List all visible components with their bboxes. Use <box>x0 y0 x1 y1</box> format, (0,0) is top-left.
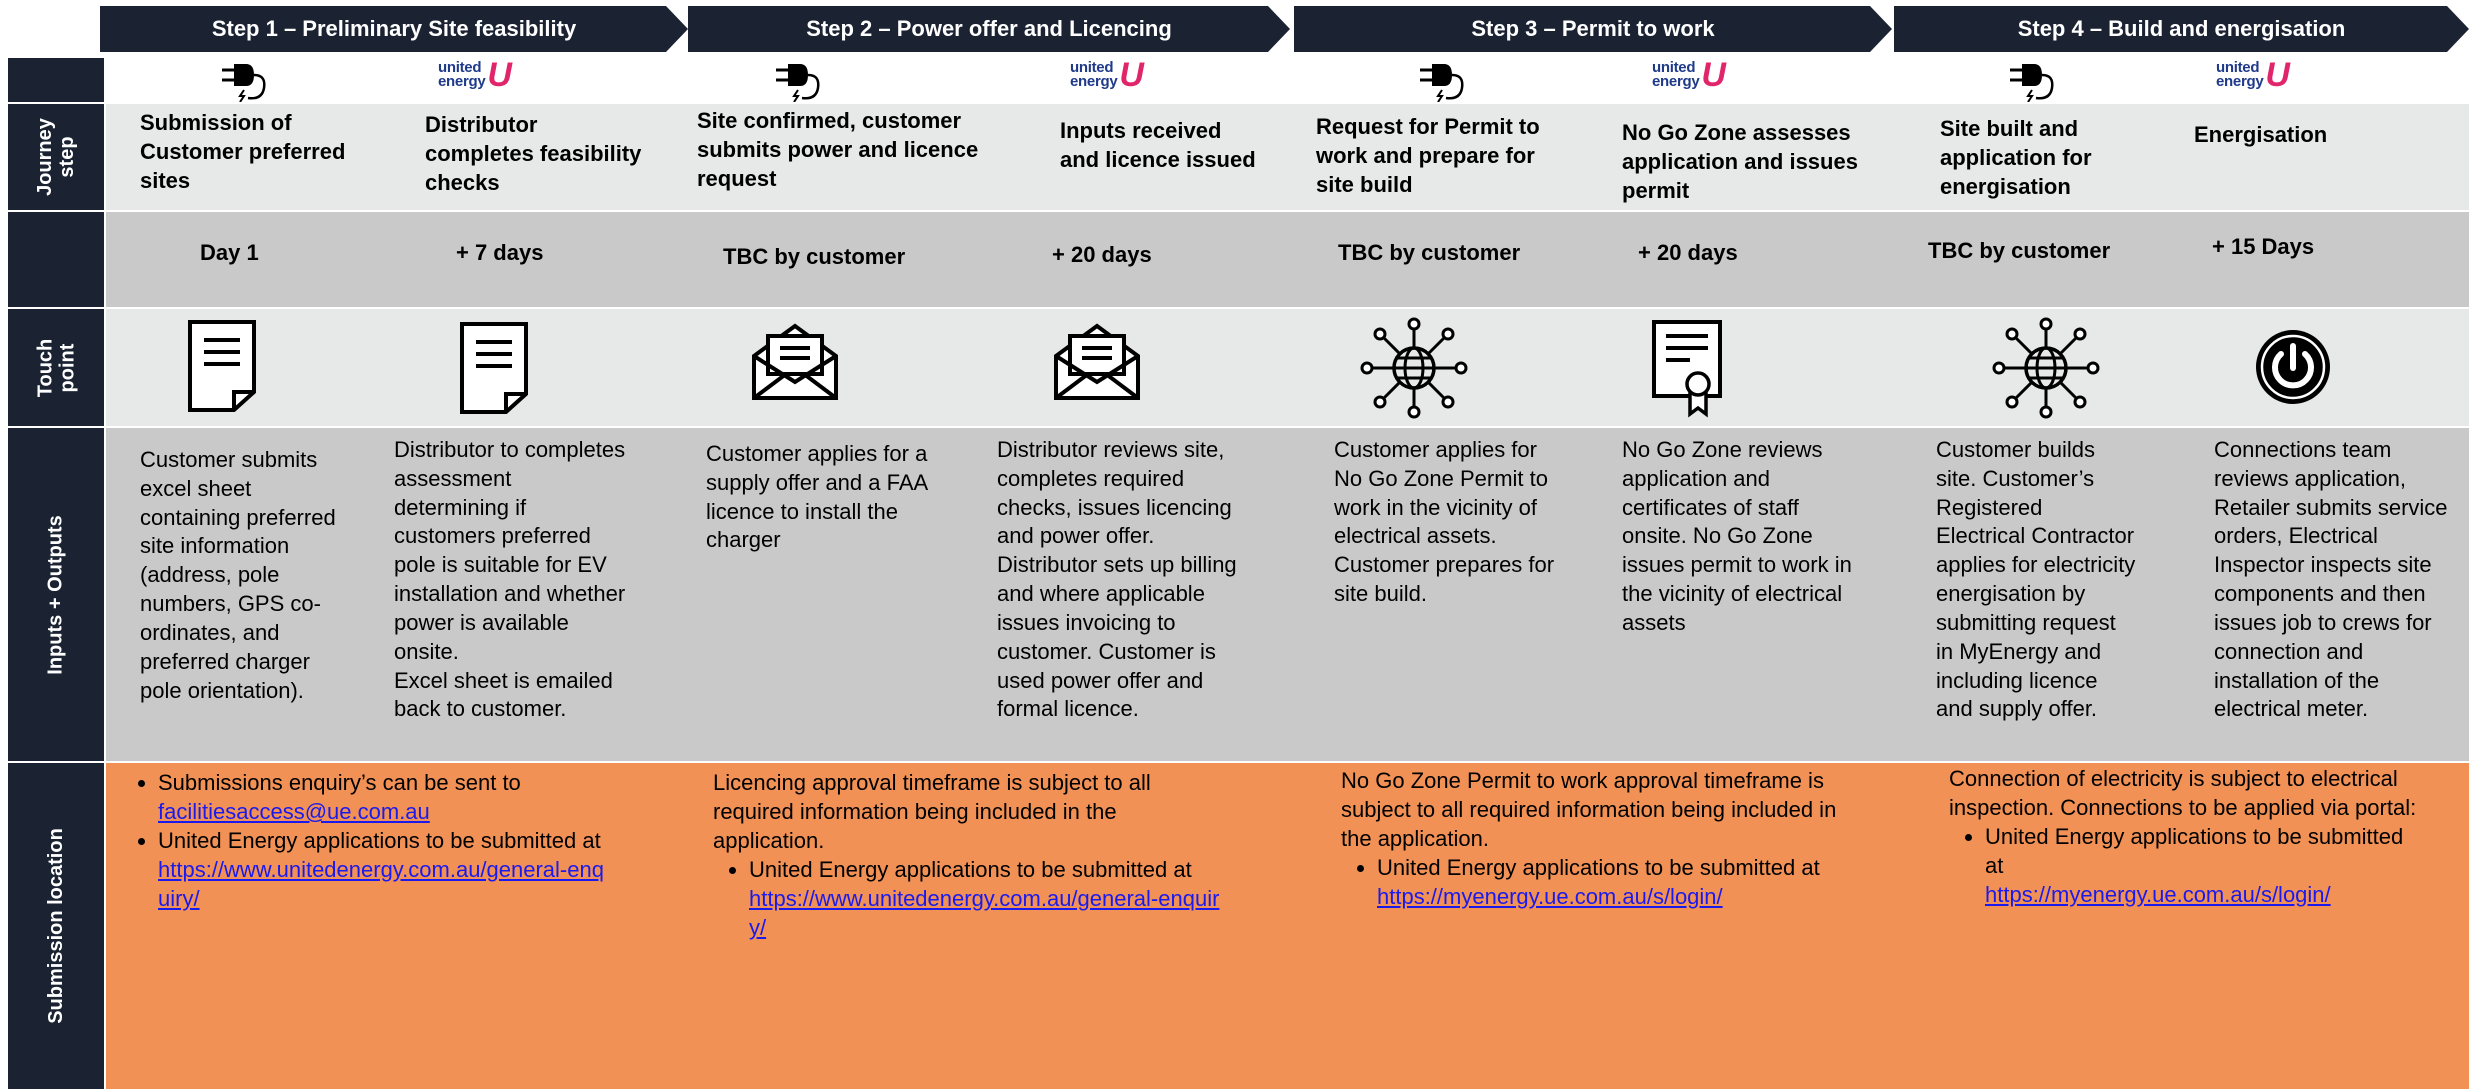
journey-step-6: No Go Zone assesses application and issu… <box>1622 120 1858 204</box>
io-text-6: No Go Zone reviews application and certi… <box>1622 437 1852 635</box>
submission-bullet: United Energy applications to be submitt… <box>749 855 1233 942</box>
myenergy-login-link[interactable]: https://myenergy.ue.com.au/s/login/ <box>1377 884 1723 910</box>
corner-cell <box>8 58 104 102</box>
duration-7: TBC by customer <box>1928 238 2111 263</box>
submission-bullet: United Energy applications to be submitt… <box>1377 853 1861 911</box>
submission-step-2: Licencing approval timeframe is subject … <box>713 768 1233 942</box>
submission-bullet: United Energy applications to be submitt… <box>1985 822 2419 909</box>
submission-list-2: United Energy applications to be submitt… <box>713 855 1233 942</box>
submission-text: United Energy applications to be submitt… <box>1377 855 1820 881</box>
submission-bullet: United Energy applications to be submitt… <box>158 826 612 913</box>
submission-text: United Energy applications to be submitt… <box>158 828 601 854</box>
submission-step-1: Submissions enquiry’s can be sent to faci… <box>122 768 612 913</box>
io-text-7: Customer builds site. Customer’s Registe… <box>1936 437 2136 722</box>
network-globe-icon <box>1992 317 2100 419</box>
submission-text: Submissions enquiry’s can be sent to <box>158 770 521 795</box>
document-icon <box>188 320 256 412</box>
document-icon <box>460 322 528 414</box>
submission-step-4: Connection of electricity is subject to … <box>1949 764 2419 909</box>
plug-icon <box>222 64 266 102</box>
email-link[interactable]: facilitiesaccess@ue.com.au <box>158 799 430 825</box>
myenergy-login-link[interactable]: https://myenergy.ue.com.au/s/login/ <box>1985 882 2331 908</box>
general-enquiry-link[interactable]: https://www.unitedenergy.com.au/general-… <box>158 857 604 912</box>
duration-3: TBC by customer <box>723 244 906 269</box>
io-text-5: Customer applies for No Go Zone Permit t… <box>1334 437 1555 607</box>
step-1-header: Step 1 – Preliminary Site feasibility <box>100 6 688 52</box>
journey-step-4: Inputs received and licence issued <box>1060 118 1256 173</box>
duration-2: + 7 days <box>456 240 544 265</box>
duration-8: + 15 Days <box>2212 234 2315 259</box>
row-label-touchpoint: Touch point <box>8 309 104 426</box>
certificate-icon <box>1652 320 1722 418</box>
row-label-duration <box>8 212 104 307</box>
submission-text: United Energy applications to be submitt… <box>1985 824 2404 879</box>
envelope-icon <box>752 323 838 400</box>
submission-list-1: Submissions enquiry’s can be sent to faci… <box>122 768 612 913</box>
submission-list-4: United Energy applications to be submitt… <box>1949 822 2419 909</box>
io-text-1: Customer submits excel sheet containing … <box>140 447 336 703</box>
row-label-journey: Journey step <box>8 104 104 210</box>
submission-intro: No Go Zone Permit to work approval timef… <box>1341 768 1837 852</box>
journey-band <box>106 104 2469 210</box>
plug-icon <box>1420 64 1464 102</box>
step-3-header: Step 3 – Permit to work <box>1294 6 1892 52</box>
io-text-4: Distributor reviews site, completes requ… <box>997 437 1237 722</box>
actor-band <box>106 58 2469 104</box>
network-globe-icon <box>1360 317 1468 419</box>
step-2-header: Step 2 – Power offer and Licencing <box>688 6 1290 52</box>
row-label-submission: Submission location <box>8 763 104 1089</box>
journey-step-3: Site confirmed, customer submits power a… <box>697 108 979 192</box>
io-text-8: Connections team reviews application, Re… <box>2214 437 2448 722</box>
duration-5: TBC by customer <box>1338 240 1521 265</box>
journey-step-1: Submission of Customer preferred sites <box>140 110 346 194</box>
duration-6: + 20 days <box>1638 240 1738 265</box>
io-text-2: Distributor to completes assessment dete… <box>394 437 626 722</box>
plug-icon <box>776 64 820 102</box>
io-text-3: Customer applies for a supply offer and … <box>706 441 928 553</box>
duration-4: + 20 days <box>1052 242 1152 267</box>
envelope-icon <box>1054 323 1140 400</box>
submission-text: United Energy applications to be submitt… <box>749 857 1192 883</box>
row-label-io: Inputs + Outputs <box>8 428 104 761</box>
step-4-header: Step 4 – Build and energisation <box>1894 6 2469 52</box>
duration-1: Day 1 <box>200 240 259 265</box>
journey-step-8: Energisation <box>2194 122 2328 147</box>
submission-step-3: No Go Zone Permit to work approval timef… <box>1341 766 1861 911</box>
submission-intro: Licencing approval timeframe is subject … <box>713 770 1151 854</box>
general-enquiry-link[interactable]: https://www.unitedenergy.com.au/general-… <box>749 886 1220 941</box>
submission-list-3: United Energy applications to be submitt… <box>1341 853 1861 911</box>
journey-step-2: Distributor completes feasibility checks <box>425 112 642 196</box>
submission-band <box>106 763 2469 1089</box>
duration-band <box>106 212 2469 307</box>
io-band <box>106 428 2469 761</box>
submission-intro: Connection of electricity is subject to … <box>1949 766 2417 821</box>
power-button-icon <box>2256 330 2330 404</box>
submission-bullet: Submissions enquiry’s can be sent to faci… <box>158 768 612 826</box>
journey-step-5: Request for Permit to work and prepare f… <box>1316 114 1540 198</box>
plug-icon <box>2010 64 2054 102</box>
journey-step-7: Site built and application for energisat… <box>1940 116 2092 200</box>
